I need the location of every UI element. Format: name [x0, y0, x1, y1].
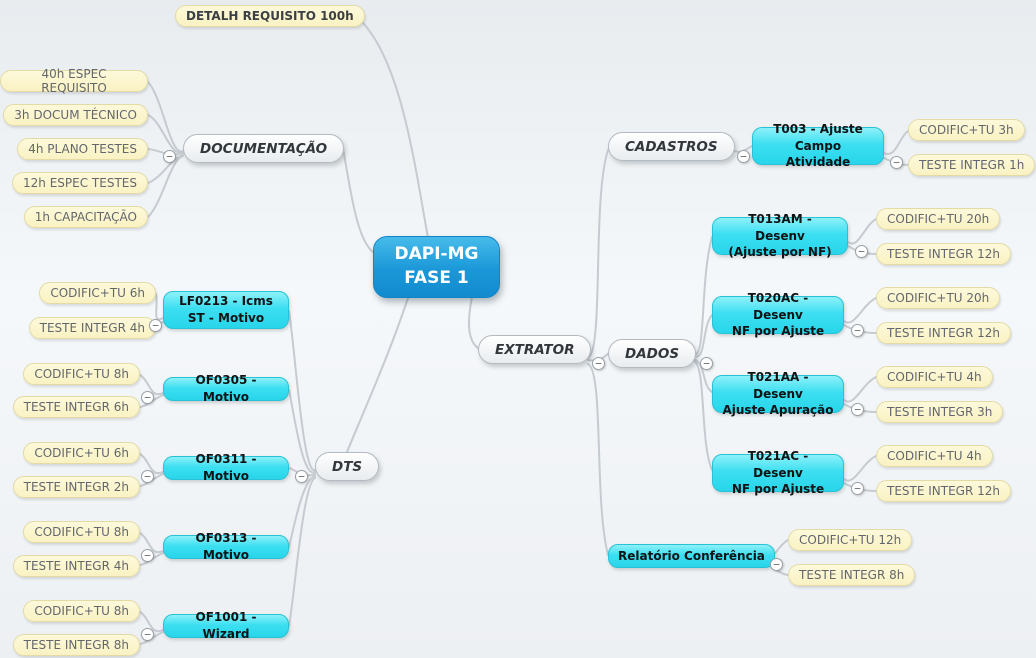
node-relatorio-teste[interactable]: TESTE INTEGR 8h — [788, 564, 916, 586]
edge-root-detalh — [356, 16, 429, 239]
collapse-toggle-lf0213-icon[interactable]: − — [149, 319, 162, 332]
node-lf0213[interactable]: LF0213 - Icms ST - Motivo — [163, 291, 289, 329]
node-t021aa[interactable]: T021AA - Desenv Ajuste Apuração — [712, 370, 844, 417]
node-dados[interactable]: DADOS — [608, 339, 697, 368]
node-docum-tecnico[interactable]: 3h DOCUM TÉCNICO — [3, 104, 148, 126]
node-of0313-teste[interactable]: TESTE INTEGR 4h — [12, 555, 140, 577]
edge-dados-t021ac — [693, 360, 713, 471]
collapse-toggle-relatorio-icon[interactable]: − — [770, 558, 783, 571]
node-t021ac-codific[interactable]: CODIFIC+TU 4h — [876, 445, 993, 467]
edge-extrator-cadastros — [587, 149, 609, 359]
node-dts[interactable]: DTS — [315, 452, 380, 481]
node-of0313[interactable]: OF0313 - Motivo — [163, 531, 289, 562]
node-of0311-teste[interactable]: TESTE INTEGR 2h — [12, 476, 140, 498]
node-t021aa-teste[interactable]: TESTE INTEGR 3h — [876, 401, 1004, 423]
collapse-toggle-of0311-icon[interactable]: − — [141, 470, 154, 483]
edge-of0313-c0 — [139, 532, 164, 554]
collapse-toggle-t003-icon[interactable]: − — [890, 156, 903, 169]
node-relatorio-conferencia[interactable]: Relatório Conferência — [608, 544, 775, 568]
edge-root-extrator — [468, 296, 480, 350]
edge-dts-lf0213 — [288, 310, 316, 472]
node-documentacao[interactable]: DOCUMENTAÇÃO — [183, 134, 345, 163]
collapse-toggle-of0305-icon[interactable]: − — [141, 391, 154, 404]
node-lf0213-teste[interactable]: TESTE INTEGR 4h — [28, 317, 156, 339]
node-of0305-teste[interactable]: TESTE INTEGR 6h — [12, 396, 140, 418]
edge-doc-c4 — [147, 155, 184, 218]
node-t013am[interactable]: T013AM - Desenv (Ajuste por NF) — [712, 212, 848, 259]
collapse-toggle-t021ac-icon[interactable]: − — [851, 482, 864, 495]
edge-t021aa-c0 — [843, 376, 877, 403]
node-t020ac-teste[interactable]: TESTE INTEGR 12h — [876, 322, 1012, 344]
edge-t021ac-c0 — [843, 455, 877, 482]
node-t003-teste[interactable]: TESTE INTEGR 1h — [908, 154, 1036, 176]
edge-of1001-c0 — [139, 611, 164, 633]
node-t020ac[interactable]: T020AC - Desenv NF por Ajuste — [712, 291, 844, 338]
collapse-toggle-t013am-icon[interactable]: − — [855, 245, 868, 258]
node-of1001-teste[interactable]: TESTE INTEGR 8h — [12, 634, 140, 656]
collapse-toggle-cadastros-icon[interactable]: − — [737, 150, 750, 163]
node-detalh-requisito[interactable]: DETALH REQUISITO 100h — [175, 5, 365, 27]
collapse-toggle-dts-icon[interactable]: − — [295, 470, 308, 483]
collapse-toggle-t021aa-icon[interactable]: − — [851, 403, 864, 416]
collapse-toggle-dados-icon[interactable]: − — [700, 357, 713, 370]
edge-dados-t020 — [693, 314, 713, 358]
node-of0311-codific[interactable]: CODIFIC+TU 6h — [23, 442, 140, 464]
collapse-toggle-documentacao-icon[interactable]: − — [163, 150, 176, 163]
edge-t003-c0 — [883, 130, 909, 155]
node-t021aa-codific[interactable]: CODIFIC+TU 4h — [876, 366, 993, 388]
node-t013am-teste[interactable]: TESTE INTEGR 12h — [876, 243, 1012, 265]
node-cadastros[interactable]: CADASTROS — [608, 132, 735, 161]
node-of0311[interactable]: OF0311 - Motivo — [163, 452, 289, 483]
node-plano-testes[interactable]: 4h PLANO TESTES — [17, 138, 148, 160]
edge-extrator-relatorio — [587, 363, 609, 556]
collapse-toggle-of0313-icon[interactable]: − — [141, 549, 154, 562]
node-of0305[interactable]: OF0305 - Motivo — [163, 373, 289, 404]
edge-dts-of1001 — [288, 477, 316, 627]
edge-t013-c0 — [847, 218, 877, 245]
node-of1001[interactable]: OF1001 - Wizard — [163, 610, 289, 641]
node-t021ac[interactable]: T021AC - Desenv NF por Ajuste — [712, 449, 844, 496]
edge-doc-c1 — [147, 114, 184, 154]
node-t021ac-teste[interactable]: TESTE INTEGR 12h — [876, 480, 1012, 502]
node-extrator[interactable]: EXTRATOR — [478, 335, 592, 364]
edge-root-dts — [346, 297, 409, 453]
edge-of0305-c0 — [139, 374, 164, 396]
node-espec-requisito[interactable]: 40h ESPEC REQUISITO — [0, 67, 148, 95]
node-t003[interactable]: T003 - Ajuste Campo Atividade — [752, 122, 884, 169]
node-relatorio-codific[interactable]: CODIFIC+TU 12h — [788, 529, 913, 551]
edge-lf0213-c0 — [155, 293, 164, 321]
node-t020ac-codific[interactable]: CODIFIC+TU 20h — [876, 287, 1001, 309]
node-t003-codific[interactable]: CODIFIC+TU 3h — [908, 119, 1025, 141]
edge-dts-of0305 — [288, 389, 316, 474]
edge-of0311-c0 — [139, 453, 164, 475]
node-of1001-codific[interactable]: CODIFIC+TU 8h — [23, 600, 140, 622]
edge-t020-c0 — [843, 297, 877, 324]
collapse-toggle-t020ac-icon[interactable]: − — [851, 324, 864, 337]
node-of0313-codific[interactable]: CODIFIC+TU 8h — [23, 521, 140, 543]
node-of0305-codific[interactable]: CODIFIC+TU 8h — [23, 363, 140, 385]
edge-doc-c3 — [147, 154, 184, 184]
node-espec-testes[interactable]: 12h ESPEC TESTES — [12, 172, 148, 194]
node-lf0213-codific[interactable]: CODIFIC+TU 6h — [39, 282, 156, 304]
collapse-toggle-of1001-icon[interactable]: − — [141, 628, 154, 641]
edge-dados-t013 — [693, 236, 713, 356]
edge-doc-c0 — [147, 81, 184, 153]
node-root-dapi-mg-fase-1[interactable]: DAPI-MG FASE 1 — [373, 236, 500, 298]
edge-dts-of0313 — [288, 475, 316, 548]
node-t013am-codific[interactable]: CODIFIC+TU 20h — [876, 208, 1001, 230]
node-capacitacao[interactable]: 1h CAPACITAÇÃO — [23, 206, 148, 228]
edge-dados-t021aa — [693, 358, 713, 393]
edge-root-documentacao — [342, 148, 375, 254]
collapse-toggle-extrator-icon[interactable]: − — [592, 357, 605, 370]
